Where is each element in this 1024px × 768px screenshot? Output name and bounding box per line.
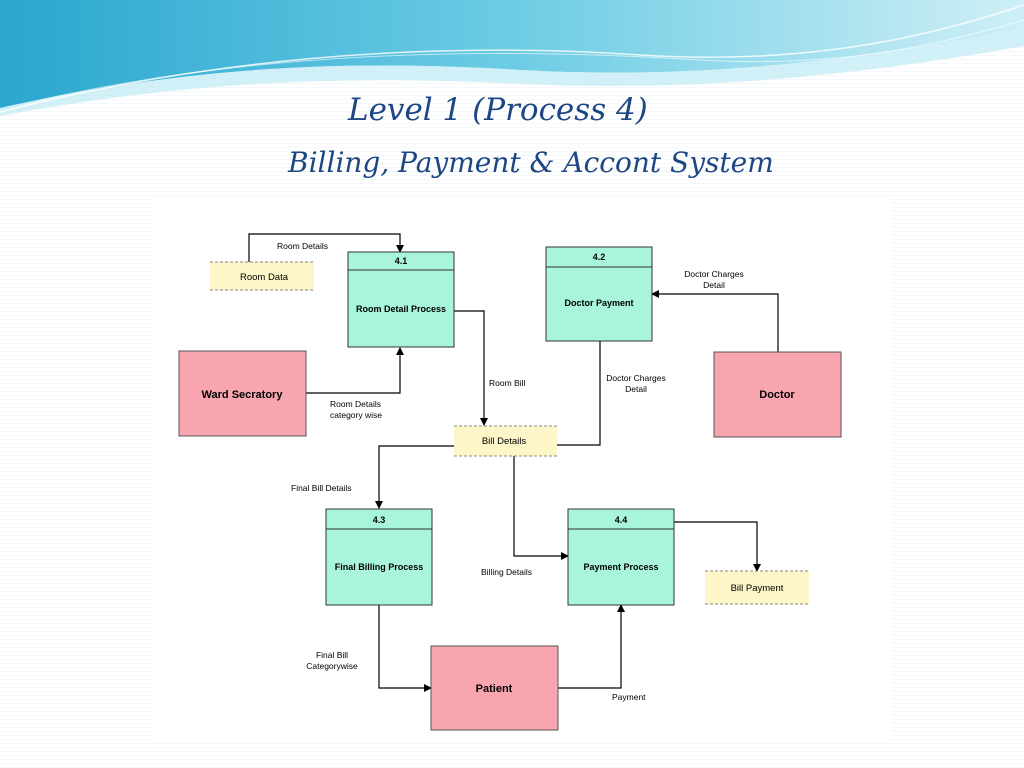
flow-label-room-details: Room Details (277, 241, 328, 251)
process-4-1-label: Room Detail Process (356, 304, 446, 314)
process-4-1-id: 4.1 (395, 256, 408, 266)
flow-label-room-details-category-1: Room Details (330, 399, 381, 409)
flow-label-room-bill: Room Bill (489, 378, 525, 388)
flow-label-final-bill-category-1: Final Bill (316, 650, 348, 660)
flow-label-billing-details: Billing Details (481, 567, 532, 577)
flow-final-bill-details-arrow (375, 445, 454, 509)
flow-bill-payment-arrow (674, 521, 761, 572)
process-4-2-label: Doctor Payment (564, 298, 633, 308)
process-4-4-label: Payment Process (583, 562, 658, 572)
flow-room-bill-arrow (454, 310, 488, 426)
slide-subtitle: Billing, Payment & Accont System (288, 146, 774, 179)
process-4-3-id: 4.3 (373, 515, 386, 525)
process-4-3-label: Final Billing Process (335, 562, 424, 572)
flow-label-doctor-charges-in-2: Detail (703, 280, 725, 290)
process-4-3: 4.3 Final Billing Process (325, 508, 433, 606)
flow-label-final-bill-category-2: Categorywise (306, 661, 358, 671)
entity-doctor-label: Doctor (759, 389, 795, 401)
data-flow-diagram: Room Data Bill Details Bill Payment 4.1 … (152, 198, 891, 743)
store-bill-payment-label: Bill Payment (731, 583, 784, 594)
entity-ward-secratory-label: Ward Secratory (202, 389, 284, 401)
entity-patient-label: Patient (476, 683, 513, 695)
flow-label-final-bill-details: Final Bill Details (291, 483, 351, 493)
flow-label-room-details-category-2: category wise (330, 410, 382, 420)
flow-payment-arrow (558, 604, 625, 689)
flow-room-details-category-arrow (306, 347, 404, 394)
store-room-data: Room Data (210, 261, 314, 291)
store-bill-payment: Bill Payment (705, 570, 809, 605)
process-4-4: 4.4 Payment Process (567, 508, 675, 606)
flow-doctor-charges-out-arrow (549, 341, 601, 449)
entity-doctor: Doctor (713, 351, 842, 438)
flow-doctor-charges-in-arrow (651, 290, 779, 352)
store-room-data-label: Room Data (240, 272, 289, 283)
process-4-2-id: 4.2 (593, 252, 606, 262)
entity-ward-secratory: Ward Secratory (178, 350, 307, 437)
process-4-1: 4.1 Room Detail Process (347, 251, 455, 348)
slide-title: Level 1 (Process 4) (348, 92, 648, 128)
flow-billing-details-arrow (513, 456, 569, 560)
flow-label-doctor-charges-out-2: Detail (625, 384, 647, 394)
store-bill-details-label: Bill Details (482, 436, 527, 447)
entity-patient: Patient (430, 645, 559, 731)
flow-label-doctor-charges-out-1: Doctor Charges (606, 373, 666, 383)
process-4-2: 4.2 Doctor Payment (545, 246, 653, 342)
header-wave-decoration (0, 0, 1024, 116)
process-4-4-id: 4.4 (615, 515, 628, 525)
flow-final-bill-category-arrow (378, 605, 432, 692)
flow-label-doctor-charges-in-1: Doctor Charges (684, 269, 744, 279)
flow-room-details-arrow (248, 233, 404, 262)
store-bill-details: Bill Details (454, 425, 557, 457)
flow-label-payment: Payment (612, 692, 646, 702)
diagram-canvas: Room Data Bill Details Bill Payment 4.1 … (178, 233, 842, 731)
